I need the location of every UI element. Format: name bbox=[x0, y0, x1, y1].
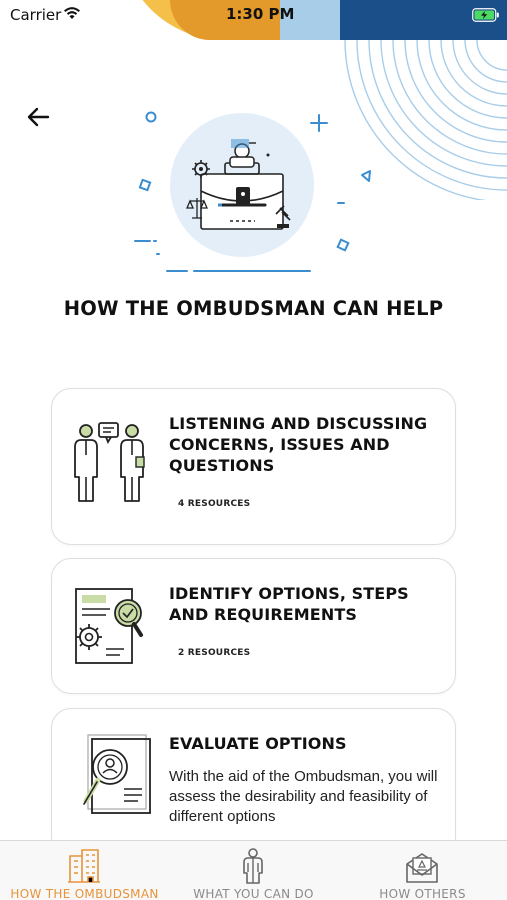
carrier-label: Carrier bbox=[10, 6, 62, 24]
tab-bar: HOW THE OMBUDSMAN WHAT YOU CAN DO HOW OT… bbox=[0, 840, 507, 900]
arrow-left-icon[interactable] bbox=[24, 104, 56, 130]
wifi-icon bbox=[64, 7, 80, 19]
card-listening[interactable]: LISTENING AND DISCUSSING CONCERNS, ISSUE… bbox=[51, 388, 456, 545]
tab-what-you-can-do[interactable]: WHAT YOU CAN DO bbox=[169, 841, 338, 900]
card-title: LISTENING AND DISCUSSING CONCERNS, ISSUE… bbox=[169, 414, 428, 475]
card-title: IDENTIFY OPTIONS, STEPS AND REQUIREMENTS bbox=[169, 584, 409, 624]
profile-magnifier-icon bbox=[83, 734, 151, 814]
document-gear-magnifier-icon bbox=[75, 588, 143, 664]
tab-label: HOW THE OMBUDSMAN bbox=[10, 887, 159, 900]
two-people-talking-icon bbox=[74, 422, 145, 502]
briefcase-justice-illustration bbox=[134, 111, 371, 272]
battery-charging-icon bbox=[472, 8, 499, 22]
page-title: HOW THE OMBUDSMAN CAN HELP bbox=[63, 297, 444, 320]
person-icon bbox=[243, 848, 263, 884]
tab-how-others[interactable]: HOW OTHERS bbox=[338, 841, 507, 900]
card-description: With the aid of the Ombudsman, you will … bbox=[169, 768, 438, 825]
status-bar: Carrier 1:30 PM bbox=[0, 0, 507, 40]
status-bar-lightblue-shape bbox=[280, 0, 340, 40]
status-bar-navy-shape bbox=[340, 0, 507, 40]
card-evaluate-options[interactable]: EVALUATE OPTIONS With the aid of the Omb… bbox=[51, 708, 456, 858]
resources-badge: 4 RESOURCES bbox=[178, 499, 251, 509]
building-icon bbox=[68, 849, 100, 883]
status-time: 1:30 PM bbox=[226, 5, 295, 23]
resources-badge: 2 RESOURCES bbox=[178, 648, 251, 658]
tab-how-the-ombudsman[interactable]: HOW THE OMBUDSMAN bbox=[0, 841, 169, 900]
card-title: EVALUATE OPTIONS bbox=[169, 734, 347, 753]
tab-label: WHAT YOU CAN DO bbox=[193, 887, 314, 900]
tab-label: HOW OTHERS bbox=[379, 887, 466, 900]
card-identify-options[interactable]: IDENTIFY OPTIONS, STEPS AND REQUIREMENTS… bbox=[51, 558, 456, 694]
envelope-letter-icon bbox=[406, 853, 438, 883]
